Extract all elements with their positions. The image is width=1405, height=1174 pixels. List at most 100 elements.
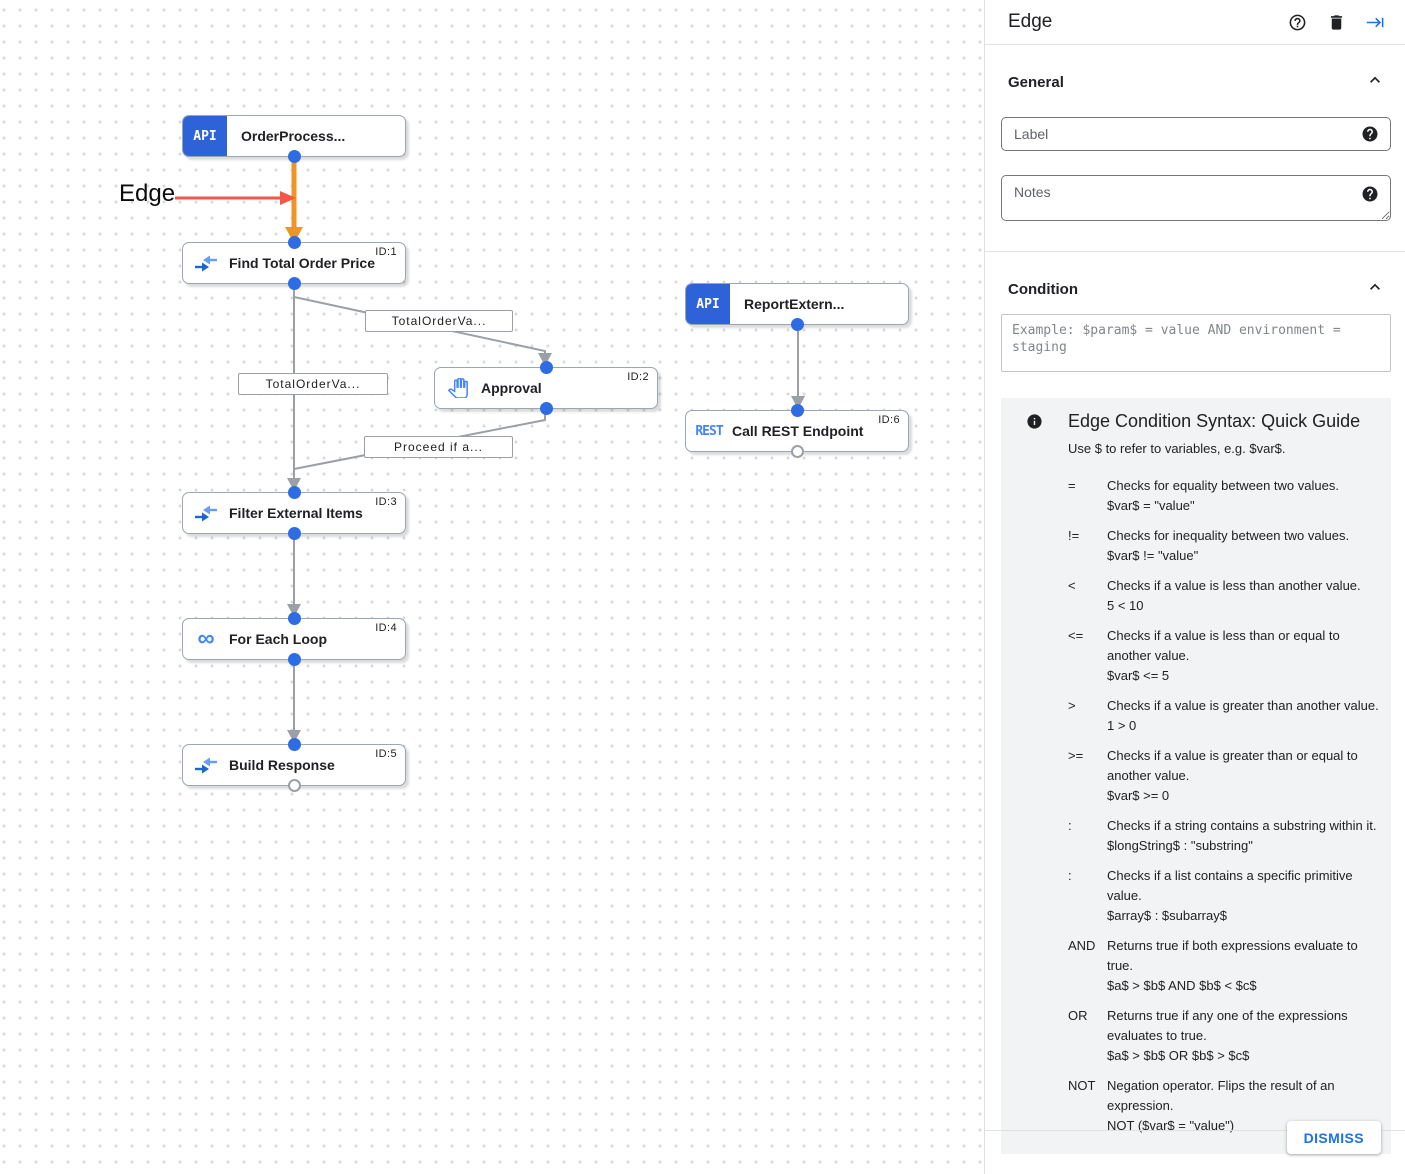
loop-icon: ∞: [197, 625, 215, 652]
guide-operator: =: [1068, 478, 1076, 493]
node-label: Build Response: [229, 757, 335, 773]
edge-filter-foreach[interactable]: [287, 534, 301, 617]
node-order-process-trigger[interactable]: API OrderProcess...: [182, 115, 406, 163]
connector-in[interactable]: [287, 612, 301, 625]
node-id: ID:1: [375, 246, 397, 258]
guide-operator: AND: [1068, 938, 1096, 953]
notes-input[interactable]: [1001, 175, 1391, 221]
node-approval[interactable]: Approval ID:2: [434, 361, 658, 415]
label-help-icon[interactable]: [1361, 125, 1379, 143]
guide-rows: =Checks for equality between two values.…: [1001, 476, 1379, 1136]
guide-example: NOT ($var$ = "value"): [1107, 1118, 1235, 1133]
node-id: ID:6: [878, 414, 900, 426]
guide-description: Checks if a value is greater than or equ…: [1107, 748, 1358, 783]
guide-description: Checks for inequality between two values…: [1107, 528, 1350, 543]
guide-row: >=Checks if a value is greater than or e…: [1001, 746, 1379, 806]
notes-help-icon[interactable]: [1361, 185, 1379, 203]
guide-title: Edge Condition Syntax: Quick Guide: [1068, 411, 1361, 431]
guide-description: Checks if a value is less than or equal …: [1107, 628, 1340, 663]
node-label: Find Total Order Price: [229, 255, 375, 271]
guide-operator: :: [1068, 818, 1072, 833]
connector-out[interactable]: [539, 402, 553, 415]
edge-foreach-buildresponse[interactable]: [287, 660, 301, 743]
guide-row: < Checks if a value is less than another …: [1001, 576, 1379, 616]
node-for-each-loop[interactable]: ∞ For Each Loop ID:4: [182, 612, 406, 666]
collapse-panel-icon[interactable]: [1365, 12, 1385, 32]
connector-in[interactable]: [287, 738, 301, 751]
connector-in[interactable]: [287, 236, 301, 249]
guide-row: AND Returns true if both expressions eval…: [1001, 936, 1379, 996]
dismiss-button[interactable]: DISMISS: [1286, 1121, 1381, 1154]
connector-in[interactable]: [790, 404, 804, 417]
guide-operator: >: [1068, 698, 1076, 713]
connector-out[interactable]: [287, 653, 301, 666]
guide-row: <=Checks if a value is less than or equa…: [1001, 626, 1379, 686]
connector-out-empty[interactable]: [790, 445, 804, 458]
connector-out[interactable]: [287, 527, 301, 540]
guide-description: Checks if a value is greater than anothe…: [1107, 698, 1379, 713]
condition-section-header[interactable]: Condition: [985, 277, 1405, 302]
node-build-response[interactable]: Build Response ID:5: [182, 738, 406, 792]
node-report-extern-trigger[interactable]: API ReportExtern...: [685, 283, 909, 331]
guide-example: $var$ != "value": [1107, 548, 1199, 563]
node-call-rest-endpoint[interactable]: REST Call REST Endpoint ID:6: [685, 404, 909, 458]
connector-out-empty[interactable]: [287, 779, 301, 792]
connector-out[interactable]: [287, 150, 301, 163]
node-label: Filter External Items: [229, 505, 363, 521]
edge-label-to-approval[interactable]: TotalOrderVa...: [365, 310, 513, 332]
panel-title: Edge: [1008, 11, 1053, 32]
api-trigger-badge: API: [183, 116, 227, 156]
node-find-total-order-price[interactable]: Find Total Order Price ID:1: [182, 236, 406, 290]
api-trigger-badge: API: [686, 284, 730, 324]
connector-out[interactable]: [790, 318, 804, 331]
chevron-up-icon[interactable]: [1365, 277, 1385, 302]
data-mapping-icon: [183, 757, 229, 774]
guide-example: $var$ <= 5: [1107, 668, 1170, 683]
guide-row: > Checks if a value is greater than anoth…: [1001, 696, 1379, 736]
guide-subtitle: Use $ to refer to variables, e.g. $var$.: [1068, 441, 1286, 456]
label-input[interactable]: [1001, 117, 1391, 151]
panel-header: Edge: [985, 0, 1405, 45]
data-mapping-icon: [183, 255, 229, 272]
condition-syntax-guide: Edge Condition Syntax: Quick Guide Use $…: [1001, 398, 1391, 1154]
guide-example: $var$ >= 0: [1107, 788, 1170, 803]
info-icon: [1026, 413, 1043, 430]
edge-reportextern-callrest[interactable]: [791, 325, 805, 409]
general-section-title: General: [1008, 74, 1064, 91]
panel-footer: DISMISS: [985, 1121, 1405, 1174]
node-id: ID:4: [375, 622, 397, 634]
connector-in[interactable]: [287, 486, 301, 499]
guide-description: Checks if a list contains a specific pri…: [1107, 868, 1353, 903]
section-divider: [985, 251, 1405, 252]
node-label: For Each Loop: [229, 631, 327, 647]
connector-in[interactable]: [539, 361, 553, 374]
condition-input[interactable]: [1001, 314, 1391, 372]
edge-annotation-label: Edge: [119, 180, 176, 207]
rest-task-icon: REST: [695, 423, 723, 439]
approval-hand-icon: [435, 378, 481, 398]
flow-canvas[interactable]: Edge API OrderProcess... Find Total Orde…: [0, 0, 985, 1174]
node-id: ID:5: [375, 748, 397, 760]
guide-row: =Checks for equality between two values.…: [1001, 476, 1379, 516]
connector-out[interactable]: [287, 277, 301, 290]
delete-edge-icon[interactable]: [1326, 12, 1346, 32]
guide-description: Returns true if any one of the expressio…: [1107, 1008, 1348, 1043]
guide-example: $longString$ : "substring": [1107, 838, 1253, 853]
edge-selected[interactable]: [285, 157, 303, 243]
guide-operator: <: [1068, 578, 1076, 593]
guide-example: 5 < 10: [1107, 598, 1144, 613]
guide-example: $array$ : $subarray$: [1107, 908, 1227, 923]
guide-operator: !=: [1068, 528, 1080, 543]
node-filter-external-items[interactable]: Filter External Items ID:3: [182, 486, 406, 540]
edge-label-to-filter[interactable]: TotalOrderVa...: [238, 373, 388, 395]
general-section-header[interactable]: General: [985, 70, 1405, 95]
guide-row: OR Returns true if any one of the express…: [1001, 1006, 1379, 1066]
guide-example: $a$ > $b$ AND $b$ < $c$: [1107, 978, 1257, 993]
help-icon[interactable]: [1287, 12, 1307, 32]
guide-description: Returns true if both expressions evaluat…: [1107, 938, 1358, 973]
guide-operator: OR: [1068, 1008, 1088, 1023]
chevron-up-icon[interactable]: [1365, 70, 1385, 95]
edge-label-from-approval[interactable]: Proceed if a...: [364, 436, 513, 458]
guide-description: Checks if a value is less than another v…: [1107, 578, 1361, 593]
